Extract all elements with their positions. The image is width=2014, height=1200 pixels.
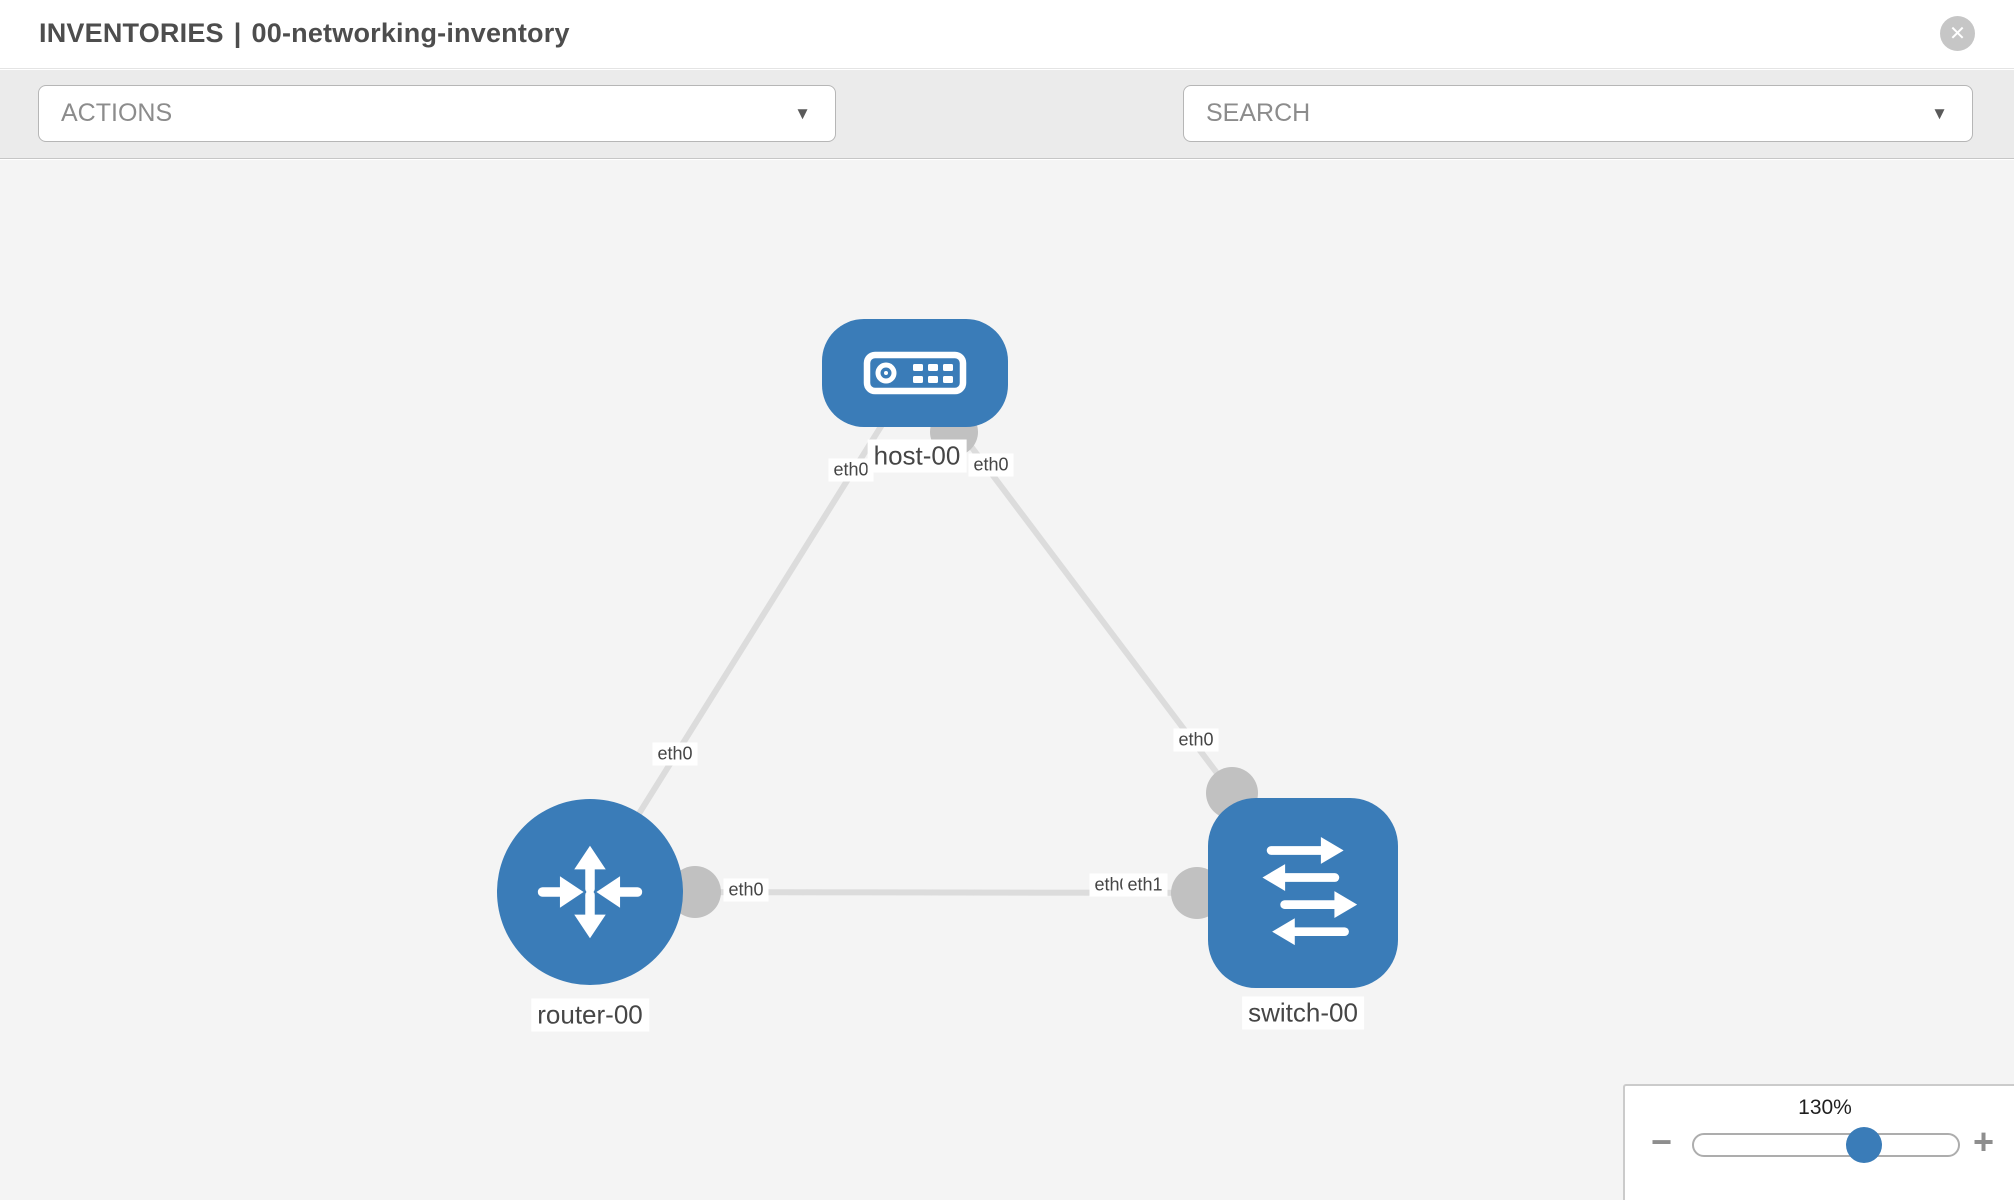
header: INVENTORIES | 00-networking-inventory ✕: [0, 0, 2014, 69]
toolbar: ACTIONS ▼ SEARCH ▼: [0, 70, 2014, 208]
interface-label: eth0: [968, 453, 1014, 477]
interface-label: eth0: [723, 878, 769, 902]
page-title-prefix: INVENTORIES: [39, 18, 224, 48]
zoom-in-button[interactable]: +: [1973, 1121, 1995, 1162]
page-title-separator: |: [233, 18, 242, 48]
zoom-out-button[interactable]: −: [1651, 1121, 1673, 1162]
search-dropdown-label: SEARCH: [1206, 99, 1311, 127]
node-label-router-00: router-00: [531, 998, 649, 1032]
page-title: INVENTORIES | 00-networking-inventory: [39, 18, 570, 49]
router-arrows-icon: [537, 845, 643, 939]
node-label-switch-00: switch-00: [1242, 996, 1364, 1030]
switch-arrows-icon: [1262, 837, 1358, 946]
interface-label: eth1: [1122, 873, 1168, 897]
inventory-name: 00-networking-inventory: [251, 18, 570, 48]
node-router-00[interactable]: [497, 799, 683, 985]
actions-dropdown-label: ACTIONS: [61, 99, 173, 127]
chevron-down-icon: ▼: [1931, 103, 1948, 123]
zoom-panel: 130% − +: [1623, 1084, 2014, 1200]
interface-label: eth0: [1173, 728, 1219, 752]
close-glyph: ✕: [1949, 23, 1966, 45]
close-icon[interactable]: ✕: [1940, 16, 1975, 51]
zoom-slider-track[interactable]: [1692, 1133, 1960, 1157]
interface-label: eth0: [652, 742, 698, 766]
server-icon: [863, 351, 967, 395]
chevron-down-icon: ▼: [794, 103, 811, 123]
topology-canvas[interactable]: eth0 eth0 eth0 eth0 eth0 eth0 eth1 host-…: [0, 160, 2014, 1200]
topology-links-layer: [587, 370, 1304, 919]
zoom-slider-handle[interactable]: [1846, 1127, 1882, 1163]
node-label-host-00: host-00: [867, 439, 967, 473]
node-host-00[interactable]: [822, 319, 1008, 427]
interface-label: eth0: [828, 458, 874, 482]
actions-dropdown[interactable]: ACTIONS ▼: [38, 85, 836, 142]
node-switch-00[interactable]: [1208, 798, 1398, 988]
zoom-level-label: 130%: [1798, 1096, 1852, 1119]
search-dropdown[interactable]: SEARCH ▼: [1183, 85, 1973, 142]
